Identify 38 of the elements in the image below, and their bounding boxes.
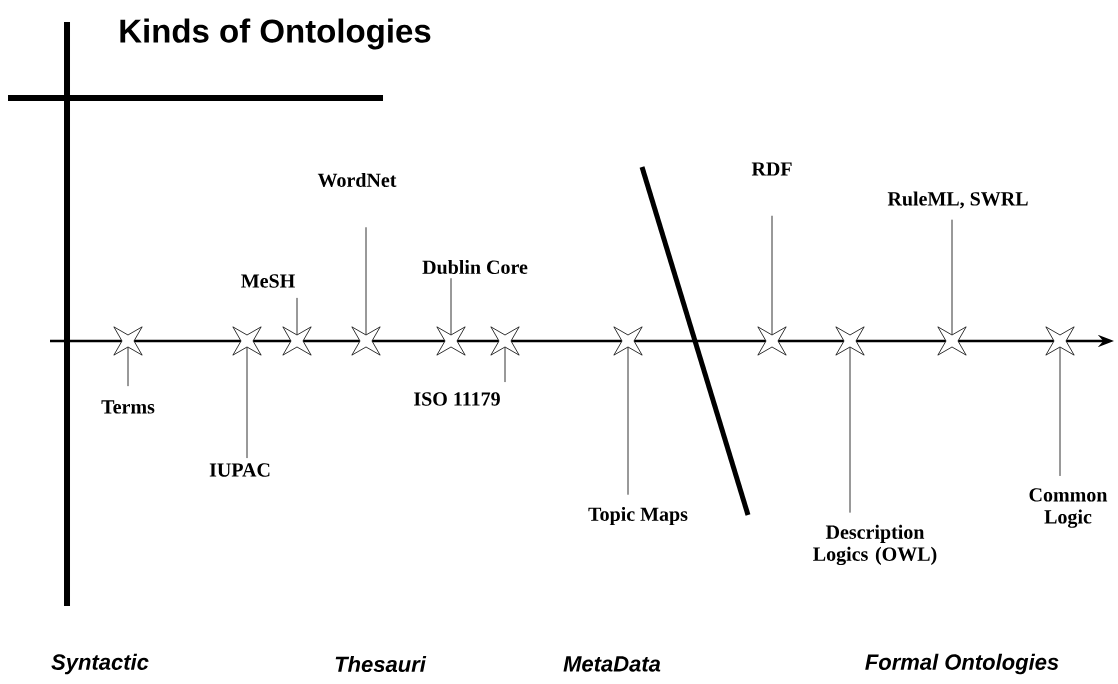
leader-line <box>504 347 506 383</box>
category-label: MetaData <box>563 656 661 672</box>
leader-line <box>951 219 953 335</box>
star-marker <box>113 326 143 356</box>
star-marker <box>937 326 967 356</box>
node-label: IUPAC <box>209 463 270 477</box>
node-label: ISO 11179 <box>414 392 500 406</box>
star-marker <box>282 326 312 356</box>
leader-line <box>771 215 773 335</box>
category-label: Syntactic <box>51 653 149 675</box>
star-marker <box>835 326 865 356</box>
leader-line <box>627 347 629 496</box>
category-label: Formal Ontologies <box>865 653 1059 675</box>
leader-line <box>450 277 452 335</box>
node-label: Terms <box>101 400 155 414</box>
star-marker <box>757 326 787 356</box>
star-marker <box>490 326 520 356</box>
node-label: Dublin Core <box>422 259 528 275</box>
leader-line <box>1059 347 1061 477</box>
star-marker <box>232 326 262 356</box>
node-label: Topic Maps <box>588 506 688 526</box>
leader-line <box>246 347 248 459</box>
node-label: RuleML, SWRL <box>887 191 1028 209</box>
leader-line <box>365 226 367 335</box>
star-marker <box>1045 326 1075 356</box>
node-label: Description Logics (OWL) <box>813 524 937 566</box>
category-label: Thesauri <box>335 655 427 673</box>
node-label: WordNet <box>317 172 397 188</box>
title: Kinds of Ontologies <box>120 18 431 50</box>
star-marker <box>351 326 381 356</box>
node-label: MeSH <box>241 274 295 288</box>
node-label: RDF <box>751 162 792 176</box>
star-marker <box>613 326 643 356</box>
star-marker <box>436 326 466 356</box>
leader-line <box>127 347 129 387</box>
leader-line <box>296 297 298 335</box>
node-label: Common Logic <box>1029 488 1108 528</box>
leader-line <box>849 347 851 514</box>
